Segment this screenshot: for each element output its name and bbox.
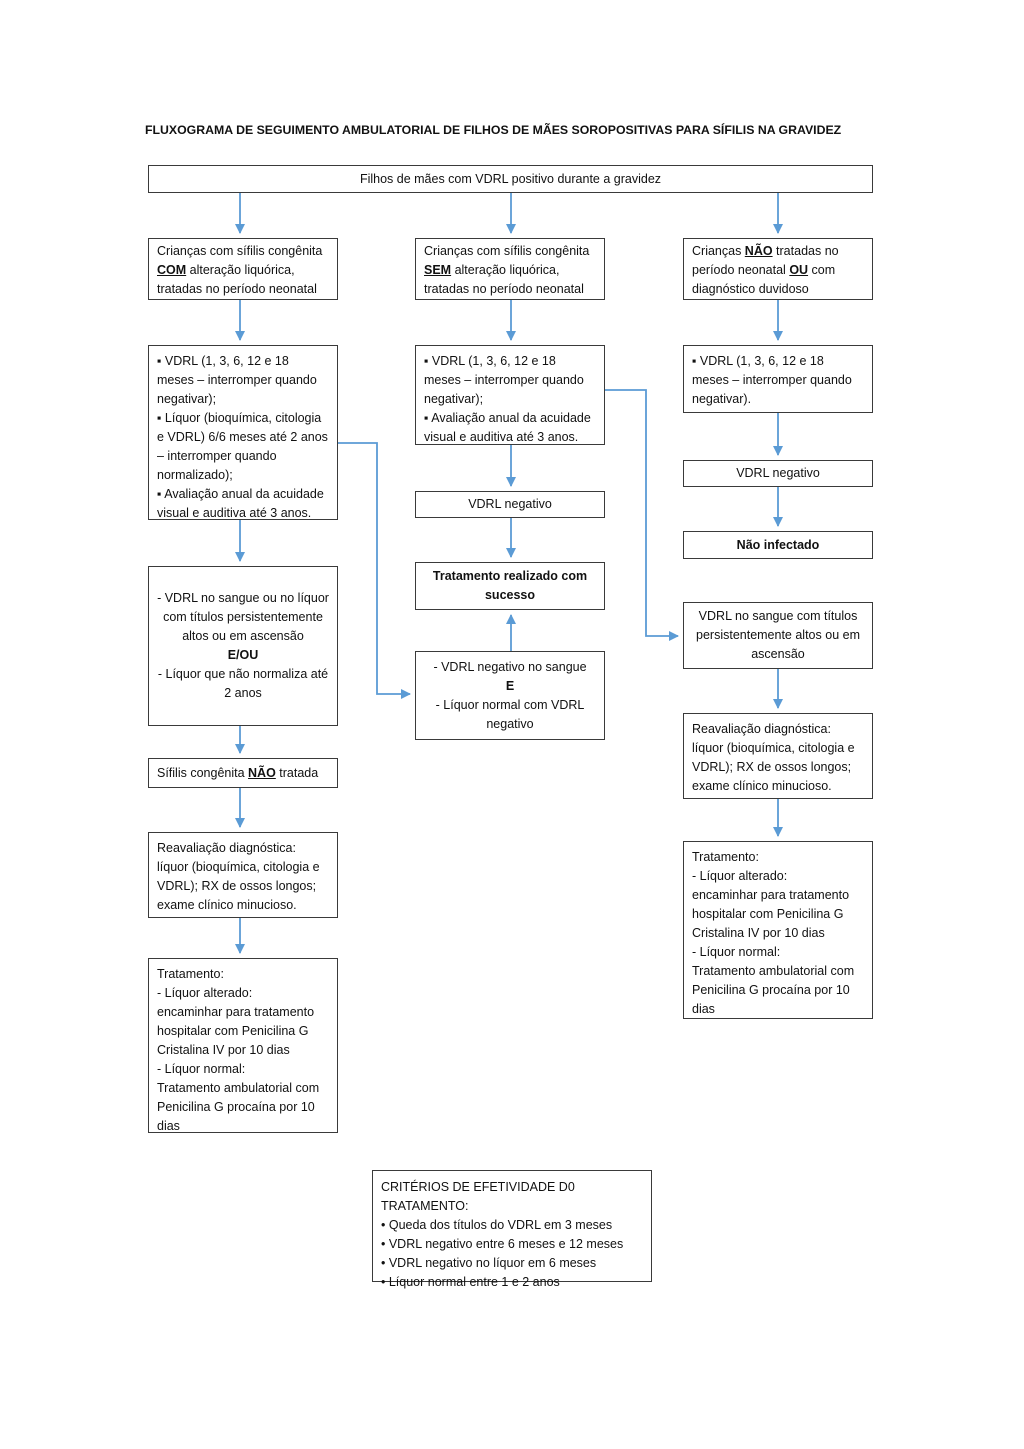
node-text: VDRL negativo (736, 466, 820, 480)
node-tratamento-sucesso: Tratamento realizado com sucesso (415, 562, 605, 610)
text-segment-emphasis: OU (789, 263, 809, 277)
node-text-line: Tratamento: (692, 850, 759, 864)
node-text-line: Tratamento ambulatorial com Penicilina G… (157, 1081, 320, 1133)
node-text-emphasis: E (505, 678, 515, 693)
node-seguimento-nao: ▪ VDRL (1, 3, 6, 12 e 18 meses – interro… (683, 345, 873, 413)
node-text-line: - Líquor que não normaliza até 2 anos (157, 667, 329, 700)
text-segment: alteração liquórica, tratadas no período… (157, 263, 317, 296)
node-text-line: - Líquor normal: (692, 945, 781, 959)
bullet-line: ▪ VDRL (1, 3, 6, 12 e 18 meses – interro… (157, 354, 317, 406)
criteria-item: • Líquor normal entre 1 e 2 anos (381, 1275, 560, 1289)
node-tratamento-left: Tratamento: - Líquor alterado: encaminha… (148, 958, 338, 1133)
bullet-line: ▪ VDRL (1, 3, 6, 12 e 18 meses – interro… (692, 354, 852, 406)
node-seguimento-sem: ▪ VDRL (1, 3, 6, 12 e 18 meses – interro… (415, 345, 605, 445)
node-criterios: CRITÉRIOS DE EFETIVIDADE D0 TRATAMENTO: … (372, 1170, 652, 1289)
criteria-item: • Queda dos títulos do VDRL em 3 meses (381, 1218, 613, 1232)
node-vdrl-negativo-right: VDRL negativo (683, 460, 873, 487)
node-nao-tratadas: Crianças NÃO tratadas no período neonata… (683, 238, 873, 300)
page-title: FLUXOGRAMA DE SEGUIMENTO AMBULATORIAL DE… (145, 123, 842, 137)
text-segment: Sífilis congênita (157, 765, 249, 780)
node-reavaliacao-right: Reavaliação diagnóstica: líquor (bioquím… (683, 713, 873, 799)
node-nao-infectado: Não infectado (683, 531, 873, 559)
criteria-title: CRITÉRIOS DE EFETIVIDADE D0 TRATAMENTO: (381, 1180, 575, 1213)
node-text: VDRL no sangue com títulos persistenteme… (696, 609, 860, 661)
text-segment: Crianças (692, 244, 745, 258)
criteria-item: • VDRL negativo entre 6 meses e 12 meses (381, 1237, 624, 1251)
node-text-line: - Líquor normal com VDRL negativo (435, 697, 585, 731)
node-sifilis-nao-tratada: Sífilis congênita NÃO tratada (148, 758, 338, 788)
node-titulos-left: - VDRL no sangue ou no líquor com título… (148, 566, 338, 726)
node-text-line: - Líquor normal: (157, 1062, 246, 1076)
text-segment-emphasis: NÃO (744, 244, 773, 258)
node-text-line: Tratamento ambulatorial com Penicilina G… (692, 964, 855, 1016)
bullet-line: ▪ Avaliação anual da acuidade visual e a… (424, 411, 591, 444)
node-text-line: - Líquor alterado: (692, 869, 788, 883)
edge-seg-sem-to-titulos-right (605, 389, 679, 641)
node-root-text: Filhos de mães com VDRL positivo durante… (359, 171, 662, 186)
node-vdrl-negativo-mid: VDRL negativo (415, 491, 605, 518)
node-text: Reavaliação diagnóstica: líquor (bioquím… (157, 841, 320, 912)
bullet-line: ▪ Avaliação anual da acuidade visual e a… (157, 487, 324, 520)
node-com-alteracao: Crianças com sífilis congênita COM alter… (148, 238, 338, 300)
node-text: Tratamento realizado com sucesso (432, 569, 588, 602)
node-root: Filhos de mães com VDRL positivo durante… (148, 165, 873, 193)
text-segment: Crianças com sífilis congênita (157, 244, 323, 258)
node-text: Não infectado (736, 537, 820, 552)
node-sem-alteracao: Crianças com sífilis congênita SEM alter… (415, 238, 605, 300)
node-text: VDRL negativo (468, 497, 552, 511)
text-segment: com diagnóstico duvidoso (692, 263, 836, 296)
node-text-emphasis: E/OU (227, 648, 259, 662)
node-text-line: encaminhar para tratamento hospitalar co… (157, 1005, 315, 1057)
node-vdrl-negativo-sangue: - VDRL negativo no sangue E - Líquor nor… (415, 651, 605, 740)
bullet-line: ▪ VDRL (1, 3, 6, 12 e 18 meses – interro… (424, 354, 584, 406)
node-reavaliacao-left: Reavaliação diagnóstica: líquor (bioquím… (148, 832, 338, 918)
text-segment: alteração liquórica, tratadas no período… (424, 263, 584, 296)
node-text-line: Tratamento: (157, 967, 224, 981)
node-text-line: - Líquor alterado: (157, 986, 253, 1000)
node-seguimento-com: ▪ VDRL (1, 3, 6, 12 e 18 meses – interro… (148, 345, 338, 520)
node-text: Reavaliação diagnóstica: líquor (bioquím… (692, 722, 855, 793)
text-segment: tratada (275, 765, 319, 780)
bullet-line: ▪ Líquor (bioquímica, citologia e VDRL) … (157, 411, 328, 482)
criteria-item: • VDRL negativo no líquor em 6 meses (381, 1256, 597, 1270)
node-tratamento-right: Tratamento: - Líquor alterado: encaminha… (683, 841, 873, 1019)
text-segment: tratadas no período neonatal (692, 244, 839, 277)
text-segment-emphasis: NÃO (248, 765, 276, 780)
text-segment-emphasis: COM (157, 263, 187, 277)
text-segment-emphasis: SEM (424, 263, 452, 277)
text-segment: Crianças com sífilis congênita (424, 244, 590, 258)
node-text-line: - VDRL negativo no sangue (433, 659, 587, 674)
node-text-line: encaminhar para tratamento hospitalar co… (692, 888, 850, 940)
edge-seg-com-to-neg-sangue (338, 442, 411, 699)
node-text-line: - VDRL no sangue ou no líquor com título… (157, 591, 329, 643)
node-titulos-right: VDRL no sangue com títulos persistenteme… (683, 602, 873, 669)
